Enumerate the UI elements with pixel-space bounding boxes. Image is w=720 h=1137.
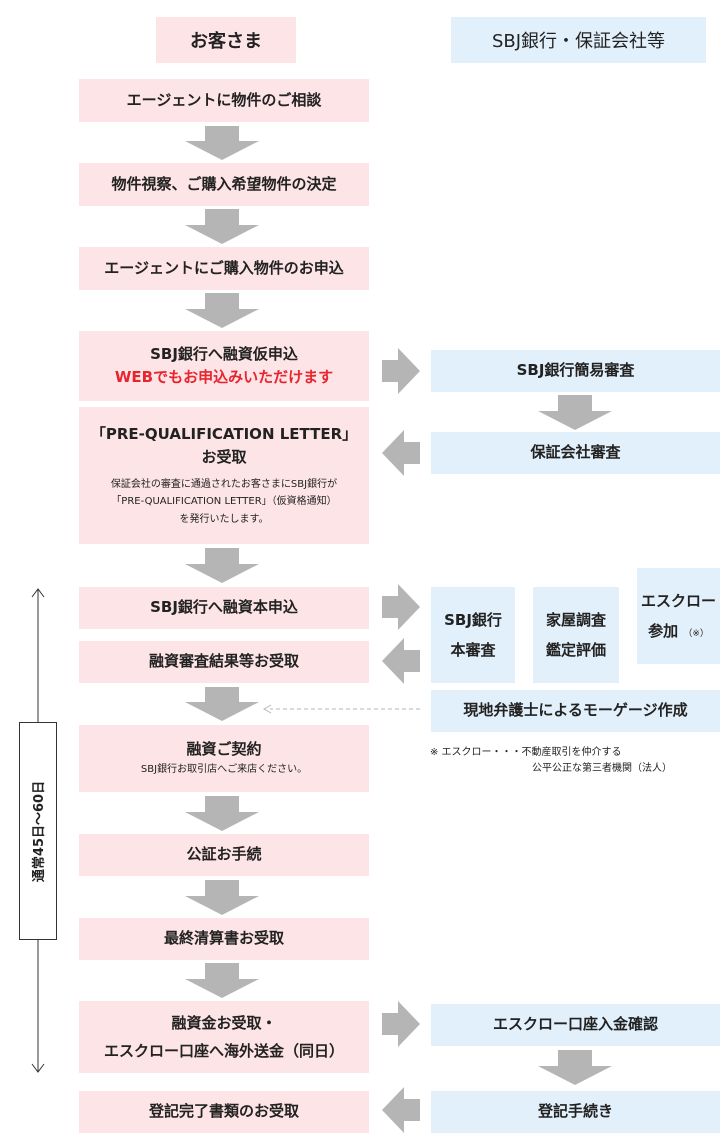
down-arrow-5 (185, 687, 259, 721)
step-sbj-main-review: SBJ銀行 本審査 (431, 587, 515, 683)
down-arrow-3 (185, 293, 259, 328)
provisional-application-title: SBJ銀行へ融資仮申込 (150, 344, 298, 363)
dashed-arrow-head (262, 704, 272, 714)
step-loan-receipt-remittance: 融資金お受取・ エスクロー口座へ海外送金（同日） (79, 1001, 369, 1073)
prequalification-desc-3: を発行いたします。 (179, 513, 269, 525)
loan-contract-title: 融資ご契約 (186, 740, 262, 759)
down-arrow-7 (185, 880, 259, 915)
right-arrow-3 (382, 1001, 420, 1047)
prequalification-desc-1: 保証会社の審査に通過されたお客さまにSBJ銀行が (110, 478, 338, 490)
duration-label-box: 通常45日～60日 (19, 722, 57, 940)
appraisal-line1: 家屋調査 (545, 611, 606, 629)
left-arrow-3 (382, 1087, 420, 1133)
escrow-line1: エスクロー (640, 592, 716, 610)
duration-arrow-top (31, 588, 45, 598)
left-arrow-1 (382, 430, 420, 476)
step-purchase-application: エージェントにご購入物件のお申込 (79, 247, 369, 290)
step-loan-review-result: 融資審査結果等お受取 (79, 641, 369, 683)
appraisal-line2: 鑑定評価 (545, 641, 606, 659)
loan-contract-desc: SBJ銀行お取引店へご来店ください。 (140, 764, 308, 776)
customer-column-header: お客さま (156, 17, 296, 63)
step-house-appraisal: 家屋調査 鑑定評価 (533, 587, 619, 683)
step-guarantor-review: 保証会社審査 (431, 432, 720, 474)
loan-receipt-line1: 融資金お受取・ (171, 1013, 277, 1032)
step-agent-consultation: エージェントに物件のご相談 (79, 79, 369, 122)
left-arrow-2 (382, 638, 420, 684)
escrow-note-mark: （※） (683, 629, 709, 639)
step-prequalification-letter: 「PRE-QUALIFICATION LETTER」 お受取 保証会社の審査に通… (79, 407, 369, 544)
step-registration: 登記手続き (431, 1091, 720, 1133)
main-review-line1: SBJ銀行 (444, 611, 502, 629)
down-arrow-8 (185, 963, 259, 998)
down-arrow-2 (185, 209, 259, 244)
prequalification-receive: お受取 (201, 448, 247, 467)
step-loan-contract: 融資ご契約 SBJ銀行お取引店へご来店ください。 (79, 725, 369, 792)
escrow-footnote: ※ エスクロー・・・不動産取引を仲介する 公平公正な第三者機関（法人） (430, 745, 672, 777)
right-arrow-1 (382, 348, 420, 394)
step-escrow-participation: エスクロー 参加 （※） (637, 568, 720, 664)
down-arrow-1 (185, 126, 259, 160)
prequalification-title: 「PRE-QUALIFICATION LETTER」 (90, 425, 358, 443)
loan-receipt-line2: エスクロー口座へ海外送金（同日） (103, 1042, 344, 1060)
down-arrow-4 (185, 548, 259, 583)
duration-arrow-bottom (31, 1063, 45, 1073)
down-arrow-right-1 (538, 395, 612, 430)
step-sbj-simple-review: SBJ銀行簡易審査 (431, 350, 720, 392)
duration-label: 通常45日～60日 (32, 780, 48, 882)
footnote-line1: ※ エスクロー・・・不動産取引を仲介する (430, 747, 622, 758)
footnote-line2: 公平公正な第三者機関（法人） (532, 763, 672, 774)
step-provisional-loan-application: SBJ銀行へ融資仮申込 WEBでもお申込みいただけます (79, 331, 369, 401)
escrow-line2: 参加 （※） (648, 622, 709, 640)
step-mortgage-creation: 現地弁護士によるモーゲージ作成 (431, 690, 720, 732)
step-property-decision: 物件視察、ご購入希望物件の決定 (79, 163, 369, 206)
step-registration-documents: 登記完了書類のお受取 (79, 1091, 369, 1133)
down-arrow-right-2 (538, 1050, 612, 1085)
step-final-settlement: 最終清算書お受取 (79, 918, 369, 960)
right-arrow-2 (382, 584, 420, 630)
step-formal-loan-application: SBJ銀行へ融資本申込 (79, 587, 369, 629)
step-escrow-deposit-confirmation: エスクロー口座入金確認 (431, 1004, 720, 1046)
web-application-note: WEBでもお申込みいただけます (114, 368, 334, 386)
bank-column-header: SBJ銀行・保証会社等 (451, 17, 706, 63)
down-arrow-6 (185, 796, 259, 831)
step-notarization: 公証お手続 (79, 834, 369, 876)
main-review-line2: 本審査 (450, 641, 496, 659)
prequalification-desc-2: 「PRE-QUALIFICATION LETTER」（仮資格通知） (111, 496, 337, 507)
